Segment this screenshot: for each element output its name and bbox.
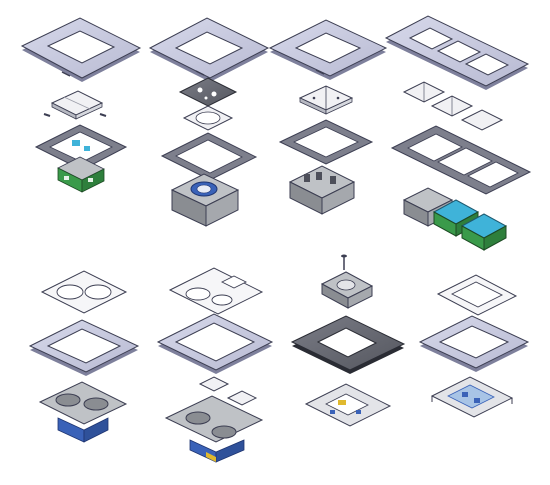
socket-switch-assembly [156,267,274,463]
dimmer-module [170,173,240,227]
dimmer-assembly [148,17,270,227]
face-insert [168,267,264,315]
mounting-frame [160,132,258,181]
frame-plate [28,319,140,376]
cover-plate [148,17,270,82]
switch-module [57,156,105,193]
trim-ring [182,105,234,131]
data-module [430,376,514,418]
mounting-frame [278,119,374,165]
cap [320,271,374,309]
double-socket-assembly [28,270,140,443]
double-switch-assembly [268,19,388,215]
face-insert [436,274,518,316]
rocker-keys [43,90,107,120]
socket-module [38,381,128,443]
triple-gang-assembly [384,15,532,251]
rocker-keys [402,81,504,131]
screw [341,254,347,270]
box-module [304,383,392,427]
modules [402,187,508,251]
floor-box-assembly [290,254,406,427]
frame-plate [418,315,530,372]
mounting-frame [34,124,128,171]
rocker-keys [298,85,354,115]
cover-plate [20,17,142,82]
switch-module [288,165,356,215]
single-switch-assembly [20,17,142,193]
mounting-frame [390,125,532,195]
data-outlet-assembly [418,274,530,418]
dimmer-knob-plate [178,77,238,107]
switch-block [198,376,258,406]
face-insert [40,270,128,314]
cover-plate [384,15,530,90]
frame-plate [156,313,274,374]
dark-cover-plate [290,315,406,374]
cover-plate [268,19,388,80]
socket-module [164,395,264,463]
